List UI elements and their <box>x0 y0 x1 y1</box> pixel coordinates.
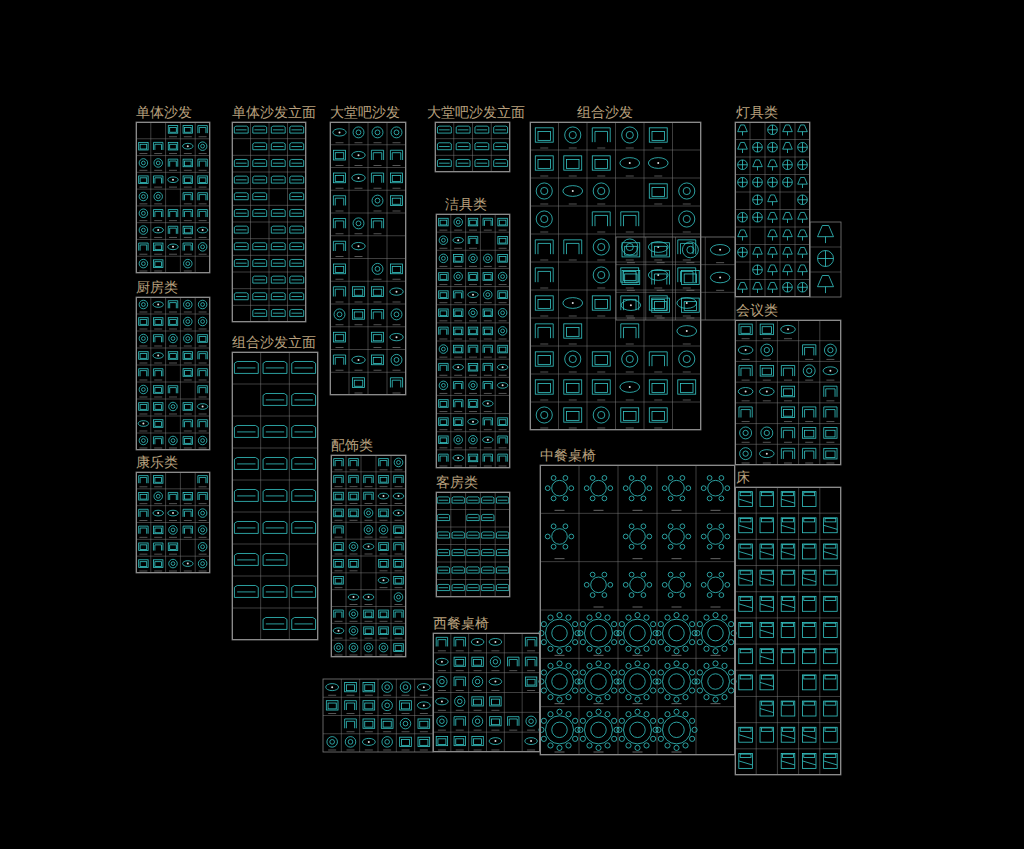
category-heading: 灯具类 <box>736 104 778 120</box>
category-heading: 厨房类 <box>136 279 178 295</box>
category-panel: 洁具类 <box>436 214 510 468</box>
symbol-grid <box>330 122 406 395</box>
category-heading: 中餐桌椅 <box>540 447 596 463</box>
category-heading: 洁具类 <box>445 196 487 212</box>
symbol-grid <box>810 222 841 297</box>
category-heading: 康乐类 <box>136 454 178 470</box>
category-heading: 床 <box>736 469 750 485</box>
category-panel: 大堂吧沙发 <box>330 122 406 395</box>
symbol-grid <box>435 122 510 172</box>
category-panel: 床 <box>735 487 841 775</box>
category-heading: 大堂吧沙发 <box>330 104 400 120</box>
category-panel: 灯具类 <box>735 122 810 297</box>
category-panel: 康乐类 <box>136 472 210 573</box>
symbol-grid <box>539 465 736 755</box>
symbol-grid <box>232 122 306 322</box>
symbol-grid <box>136 472 210 573</box>
symbol-grid <box>735 122 810 297</box>
category-heading: 组合沙发立面 <box>232 334 316 350</box>
category-panel: 厨房类 <box>136 297 210 450</box>
symbol-grid <box>436 492 510 597</box>
category-heading: 大堂吧沙发立面 <box>427 104 525 120</box>
category-panel: 单体沙发立面 <box>232 122 306 322</box>
category-panel: 大堂吧沙发立面 <box>435 122 510 172</box>
category-panel: 会议类 <box>735 320 841 465</box>
symbol-grid <box>136 297 210 450</box>
category-heading: 客房类 <box>436 474 478 490</box>
category-panel: 中餐桌椅 <box>540 465 735 755</box>
category-heading: 配饰类 <box>331 437 373 453</box>
category-panel: 单体沙发 <box>136 122 210 273</box>
symbol-grid <box>323 679 433 752</box>
category-heading: 组合沙发 <box>577 104 633 120</box>
category-panel: 配饰类 <box>331 455 406 657</box>
symbol-grid <box>735 320 841 465</box>
category-panel: 组合沙发立面 <box>232 352 318 640</box>
category-panel: 西餐桌椅 <box>433 633 540 752</box>
category-heading: 西餐桌椅 <box>433 615 489 631</box>
symbol-grid <box>530 122 701 430</box>
category-panel: 客房类 <box>436 492 510 597</box>
symbol-grid <box>136 122 210 273</box>
category-heading: 单体沙发 <box>136 104 192 120</box>
symbol-grid <box>232 352 318 640</box>
category-heading: 会议类 <box>736 302 778 318</box>
category-panel: 组合沙发 <box>530 122 701 430</box>
symbol-grid <box>436 214 510 468</box>
symbol-grid <box>433 633 540 752</box>
symbol-grid <box>331 455 406 657</box>
symbol-grid <box>616 237 735 320</box>
symbol-grid <box>735 487 841 775</box>
category-heading: 单体沙发立面 <box>232 104 316 120</box>
